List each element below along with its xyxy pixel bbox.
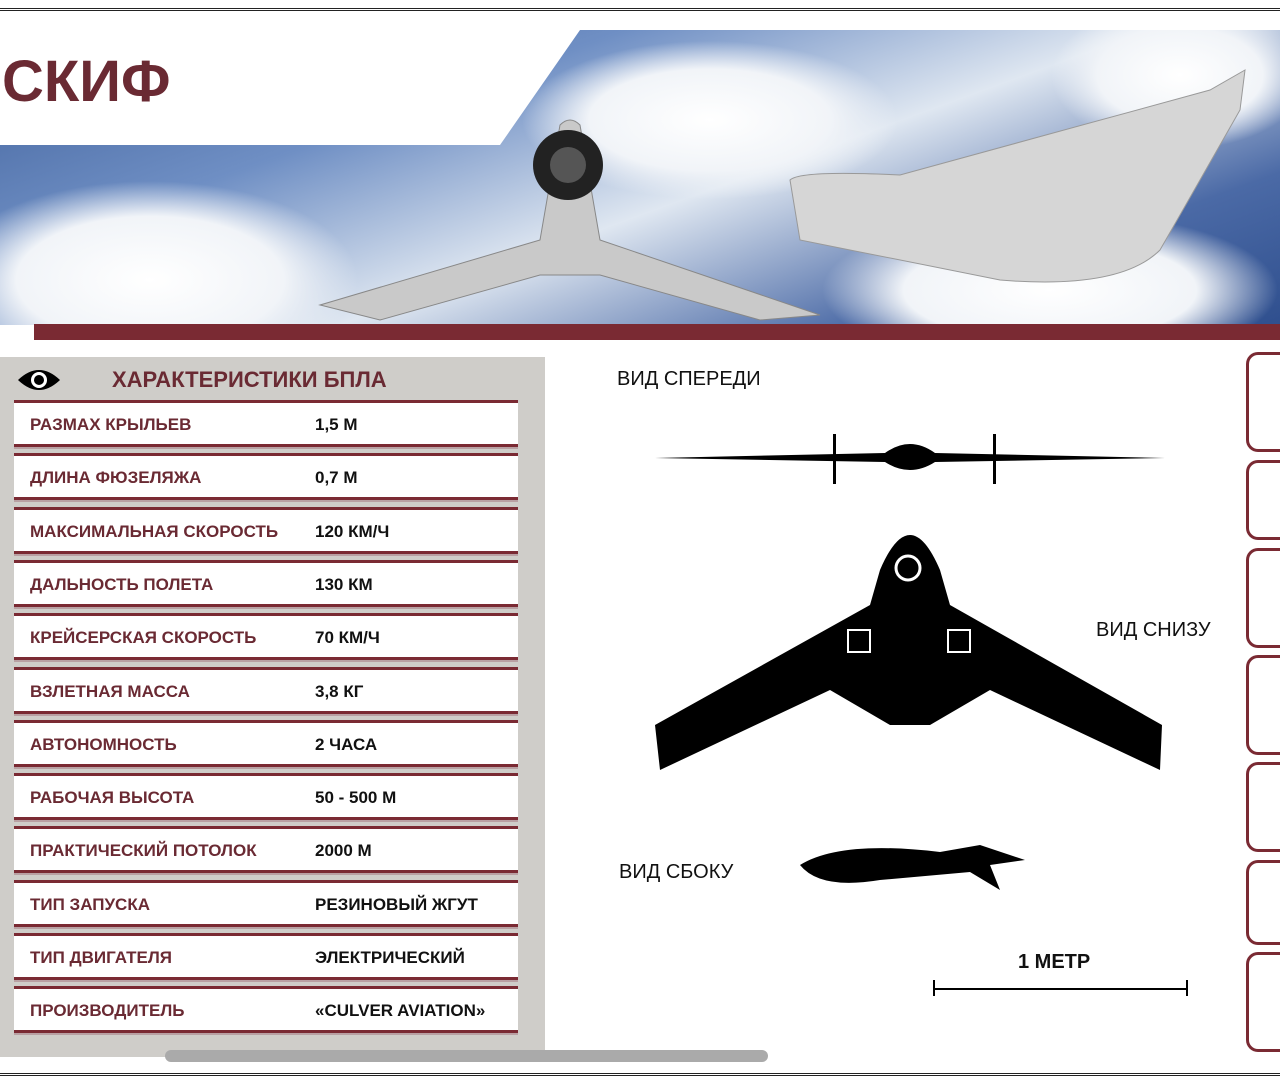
spec-row: ДЛИНА ФЮЗЕЛЯЖА 0,7 М: [14, 453, 518, 501]
spec-value: 3,8 КГ: [315, 681, 364, 701]
spec-row: ТИП ЗАПУСКА РЕЗИНОВЫЙ ЖГУТ: [14, 879, 518, 927]
spec-value: РЕЗИНОВЫЙ ЖГУТ: [315, 894, 478, 914]
spec-label: ТИП ДВИГАТЕЛЯ: [30, 948, 173, 967]
horizontal-scrollbar[interactable]: [165, 1050, 768, 1062]
page-title: СКИФ: [2, 49, 171, 114]
spec-value: 120 КМ/Ч: [315, 521, 390, 541]
eye-icon: [18, 370, 60, 390]
spec-row: ТИП ДВИГАТЕЛЯ ЭЛЕКТРИЧЕСКИЙ: [14, 933, 518, 980]
spec-label: РАБОЧАЯ ВЫСОТА: [30, 788, 195, 808]
spec-value: 1,5 М: [315, 415, 358, 434]
spec-row: МАКСИМАЛЬНАЯ СКОРОСТЬ 120 КМ/Ч: [14, 506, 518, 554]
spec-value: 2 ЧАСА: [315, 734, 378, 754]
spec-row: КРЕЙСЕРСКАЯ СКОРОСТЬ 70 КМ/Ч: [14, 613, 518, 661]
drone-photo-icon: [318, 69, 1246, 321]
bottom-view-label: ВИД СНИЗУ: [1096, 619, 1211, 641]
page-frame: [0, 8, 1280, 1076]
spec-label: КРЕЙСЕРСКАЯ СКОРОСТЬ: [30, 628, 257, 648]
drone-diagrams: [655, 434, 1188, 996]
spec-value: 130 КМ: [315, 574, 373, 594]
spec-label: АВТОНОМНОСТЬ: [30, 734, 177, 754]
side-view-label: ВИД СБОКУ: [619, 861, 734, 883]
spec-label: ДЛИНА ФЮЗЕЛЯЖА: [30, 468, 202, 488]
spec-label: ТИП ЗАПУСКА: [30, 894, 150, 914]
front-view-label: ВИД СПЕРЕДИ: [617, 368, 761, 390]
scale-label: 1 МЕТР: [1018, 951, 1091, 973]
spec-label: ДАЛЬНОСТЬ ПОЛЕТА: [30, 574, 214, 594]
spec-value: «CULVER AVIATION»: [315, 1001, 486, 1021]
spec-row: ПРАКТИЧЕСКИЙ ПОТОЛОК 2000 М: [14, 826, 518, 874]
specs-heading: ХАРАКТЕРИСТИКИ БПЛА: [112, 367, 387, 392]
spec-label: ВЗЛЕТНАЯ МАССА: [30, 681, 190, 701]
spec-label: ПРАКТИЧЕСКИЙ ПОТОЛОК: [30, 841, 257, 861]
spec-value: 70 КМ/Ч: [315, 628, 380, 648]
spec-row: ДАЛЬНОСТЬ ПОЛЕТА 130 КМ: [14, 559, 518, 607]
spec-label: МАКСИМАЛЬНАЯ СКОРОСТЬ: [30, 521, 279, 541]
spec-value: ЭЛЕКТРИЧЕСКИЙ: [315, 948, 465, 967]
spec-row: РАБОЧАЯ ВЫСОТА 50 - 500 М: [14, 773, 518, 821]
spec-value: 50 - 500 М: [315, 788, 397, 808]
bottom-view-silhouette: [655, 535, 1162, 770]
spec-value: 2000 М: [315, 841, 372, 861]
spec-row: РАЗМАХ КРЫЛЬЕВ 1,5 М: [14, 400, 518, 447]
divider-bar: [34, 324, 1280, 340]
banner-photo: [0, 30, 1280, 325]
side-view-silhouette: [800, 845, 1025, 890]
spec-row: АВТОНОМНОСТЬ 2 ЧАСА: [14, 719, 518, 767]
spec-label: РАЗМАХ КРЫЛЬЕВ: [30, 415, 192, 434]
spec-value: 0,7 М: [315, 468, 358, 488]
spec-label: ПРОИЗВОДИТЕЛЬ: [30, 1001, 185, 1021]
spec-row: ПРОИЗВОДИТЕЛЬ «CULVER AVIATION»: [14, 986, 518, 1034]
scale-bar: [933, 980, 1188, 996]
front-view-silhouette: [655, 434, 1165, 484]
spec-row: ВЗЛЕТНАЯ МАССА 3,8 КГ: [14, 666, 518, 714]
